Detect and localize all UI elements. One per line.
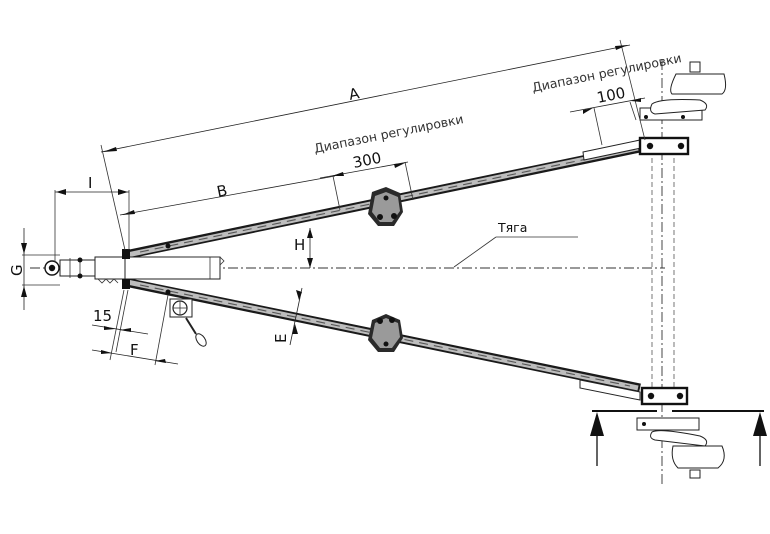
dimension-e-label: E [272, 334, 290, 343]
upper-hub-assembly [639, 61, 727, 121]
dimension-b: B [119, 175, 336, 216]
adjust-range-100: 100 Диапазон регулировки [531, 50, 683, 146]
rod-label: Тяга [497, 220, 527, 235]
support-indicator [590, 410, 767, 466]
lower-hub-assembly [636, 417, 725, 479]
jockey-handle [169, 298, 207, 347]
dimension-g: G [8, 228, 60, 310]
dimension-i-label: I [88, 174, 92, 192]
dimension-a-label: A [347, 84, 361, 104]
lower-clamp [368, 314, 403, 352]
rod-callout: Тяга [453, 220, 578, 268]
adjust-range-100-value: 100 [595, 84, 627, 107]
dimension-15-label: 15 [93, 307, 112, 325]
upper-clamp [368, 187, 403, 226]
lower-axle-bracket [640, 386, 689, 406]
dimension-15: 15 [91, 289, 149, 361]
adjust-range-300-label: Диапазон регулировки [313, 111, 465, 156]
dimension-b-label: B [215, 181, 229, 201]
dimension-h: H [294, 228, 313, 268]
support-arrow-left [590, 412, 604, 436]
upper-axle-bracket [638, 136, 690, 156]
dimension-f: F [91, 294, 179, 366]
coupling-head [44, 256, 225, 284]
dimension-f-label: F [130, 341, 139, 359]
dimension-a: A [100, 39, 646, 251]
lower-adjust-plate [579, 379, 641, 401]
upper-arm-pivot [122, 249, 130, 259]
dimension-g-label: G [8, 264, 26, 276]
dimension-i: I [54, 174, 130, 262]
dimension-e: E [272, 287, 303, 346]
adjust-range-300-value: 300 [351, 149, 383, 172]
support-arrow-right [753, 412, 767, 436]
lower-arm-pivot [122, 279, 130, 289]
dimension-h-label: H [294, 236, 305, 254]
